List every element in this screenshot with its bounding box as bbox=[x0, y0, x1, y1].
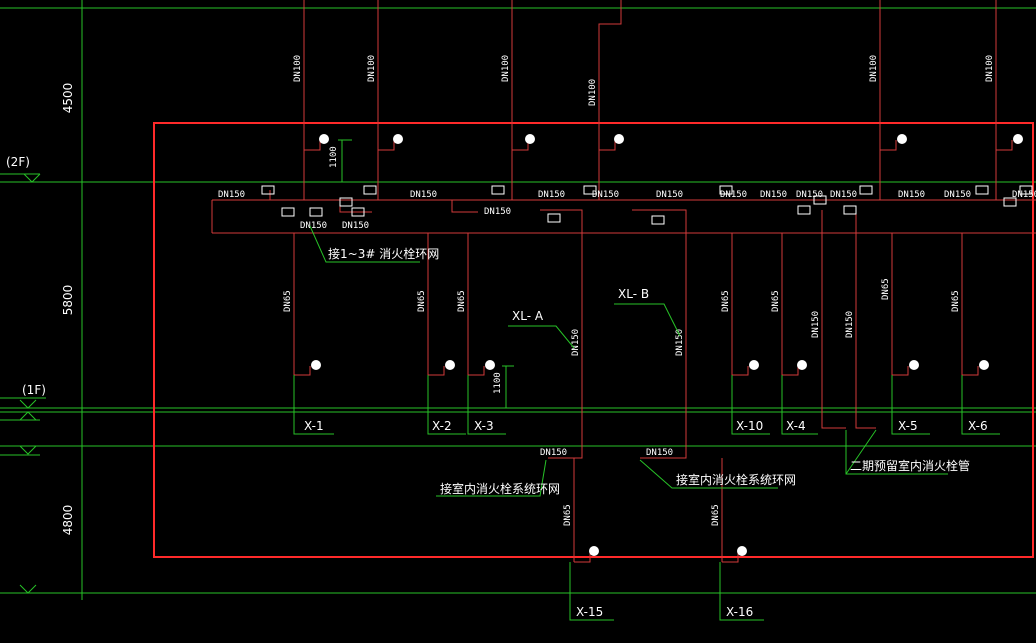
svg-text:DN150: DN150 bbox=[944, 190, 971, 200]
pipe-network bbox=[211, 0, 1036, 563]
svg-text:DN150: DN150 bbox=[592, 190, 619, 200]
note-indoor-loop-a: 接室内消火栓系统环网 bbox=[436, 459, 560, 497]
note-phase2: 二期预留室内消火栓管 bbox=[845, 429, 970, 475]
note-loop-1-3: 接1~3# 消火栓环网 bbox=[309, 225, 439, 263]
svg-text:DN65: DN65 bbox=[563, 504, 573, 526]
floor-mark-1f: (1F) bbox=[0, 383, 46, 594]
svg-text:(1F): (1F) bbox=[22, 383, 46, 397]
svg-text:二期预留室内消火栓管: 二期预留室内消火栓管 bbox=[850, 458, 970, 473]
svg-text:XL- A: XL- A bbox=[512, 309, 544, 323]
dim-4500: 4500 bbox=[61, 83, 75, 114]
hydrant-tag: X-6 bbox=[968, 419, 988, 433]
hydrant-cabinet-icon bbox=[311, 134, 1023, 556]
svg-text:DN150: DN150 bbox=[720, 190, 747, 200]
hydrant-tag: X-5 bbox=[898, 419, 918, 433]
svg-text:DN150: DN150 bbox=[540, 448, 567, 458]
svg-text:1100: 1100 bbox=[493, 372, 503, 394]
svg-text:DN150: DN150 bbox=[571, 329, 581, 356]
svg-text:DN150: DN150 bbox=[845, 311, 855, 338]
svg-text:DN150: DN150 bbox=[656, 190, 683, 200]
hydrant-tag: X-15 bbox=[576, 605, 603, 619]
hydrant-tags: X-1 X-2 X-3 X-10 X-4 X-5 X-6 X-15 X-16 bbox=[293, 375, 1000, 621]
height-dim-1f: 1100 bbox=[493, 365, 514, 408]
svg-text:DN65: DN65 bbox=[881, 278, 891, 300]
svg-text:DN100: DN100 bbox=[869, 55, 879, 82]
riser-label-xl-b: XL- B bbox=[614, 287, 681, 337]
svg-text:1100: 1100 bbox=[329, 146, 339, 168]
dn100-labels: DN100 DN100 DN100 DN100 DN100 DN100 bbox=[293, 55, 995, 106]
grid-lines bbox=[0, 0, 1036, 600]
svg-text:DN150: DN150 bbox=[898, 190, 925, 200]
hydrant-tag: X-16 bbox=[726, 605, 753, 619]
svg-text:DN65: DN65 bbox=[771, 290, 781, 312]
svg-text:DN150: DN150 bbox=[796, 190, 823, 200]
hydrant-tag: X-4 bbox=[786, 419, 806, 433]
svg-text:DN65: DN65 bbox=[721, 290, 731, 312]
svg-text:(2F): (2F) bbox=[6, 155, 30, 169]
svg-text:DN150: DN150 bbox=[760, 190, 787, 200]
scope-frame bbox=[153, 122, 1034, 558]
svg-text:DN150: DN150 bbox=[342, 221, 369, 231]
dim-4800: 4800 bbox=[61, 505, 75, 536]
dim-5800: 5800 bbox=[61, 285, 75, 316]
svg-text:接室内消火栓系统环网: 接室内消火栓系统环网 bbox=[676, 472, 796, 487]
hydrant-tag: X-1 bbox=[304, 419, 324, 433]
svg-text:接1~3# 消火栓环网: 接1~3# 消火栓环网 bbox=[328, 246, 439, 261]
svg-text:DN150: DN150 bbox=[646, 448, 673, 458]
vertical-pipe-labels: DN65 DN65 DN65 DN65 DN65 DN65 DN65 DN150… bbox=[283, 278, 961, 526]
hydrant-tag: X-3 bbox=[474, 419, 494, 433]
riser-label-xl-a: XL- A bbox=[508, 309, 575, 349]
svg-text:DN150: DN150 bbox=[300, 221, 327, 231]
svg-text:DN150: DN150 bbox=[830, 190, 857, 200]
svg-text:DN150: DN150 bbox=[1012, 190, 1036, 200]
svg-text:DN65: DN65 bbox=[711, 504, 721, 526]
svg-text:DN100: DN100 bbox=[501, 55, 511, 82]
note-indoor-loop-b: 接室内消火栓系统环网 bbox=[639, 459, 796, 489]
dn150-labels: DN150 DN150 DN150 DN150 DN150 DN150 DN15… bbox=[218, 190, 1036, 458]
svg-text:DN150: DN150 bbox=[538, 190, 565, 200]
hydrant-tag: X-2 bbox=[432, 419, 452, 433]
floor-mark-2f: (2F) bbox=[0, 155, 41, 183]
svg-text:DN150: DN150 bbox=[811, 311, 821, 338]
hydrant-tag: X-10 bbox=[736, 419, 763, 433]
svg-text:DN65: DN65 bbox=[457, 290, 467, 312]
svg-text:DN150: DN150 bbox=[484, 207, 511, 217]
svg-text:DN150: DN150 bbox=[675, 329, 685, 356]
svg-text:XL- B: XL- B bbox=[618, 287, 649, 301]
svg-text:DN65: DN65 bbox=[283, 290, 293, 312]
svg-text:接室内消火栓系统环网: 接室内消火栓系统环网 bbox=[440, 481, 560, 496]
svg-text:DN65: DN65 bbox=[417, 290, 427, 312]
svg-text:DN100: DN100 bbox=[588, 79, 598, 106]
svg-text:DN100: DN100 bbox=[293, 55, 303, 82]
svg-text:DN100: DN100 bbox=[367, 55, 377, 82]
svg-text:DN65: DN65 bbox=[951, 290, 961, 312]
valves bbox=[261, 185, 1033, 225]
height-dim-2f: 1100 bbox=[329, 139, 352, 182]
svg-text:DN150: DN150 bbox=[218, 190, 245, 200]
svg-text:DN150: DN150 bbox=[410, 190, 437, 200]
svg-text:DN100: DN100 bbox=[985, 55, 995, 82]
